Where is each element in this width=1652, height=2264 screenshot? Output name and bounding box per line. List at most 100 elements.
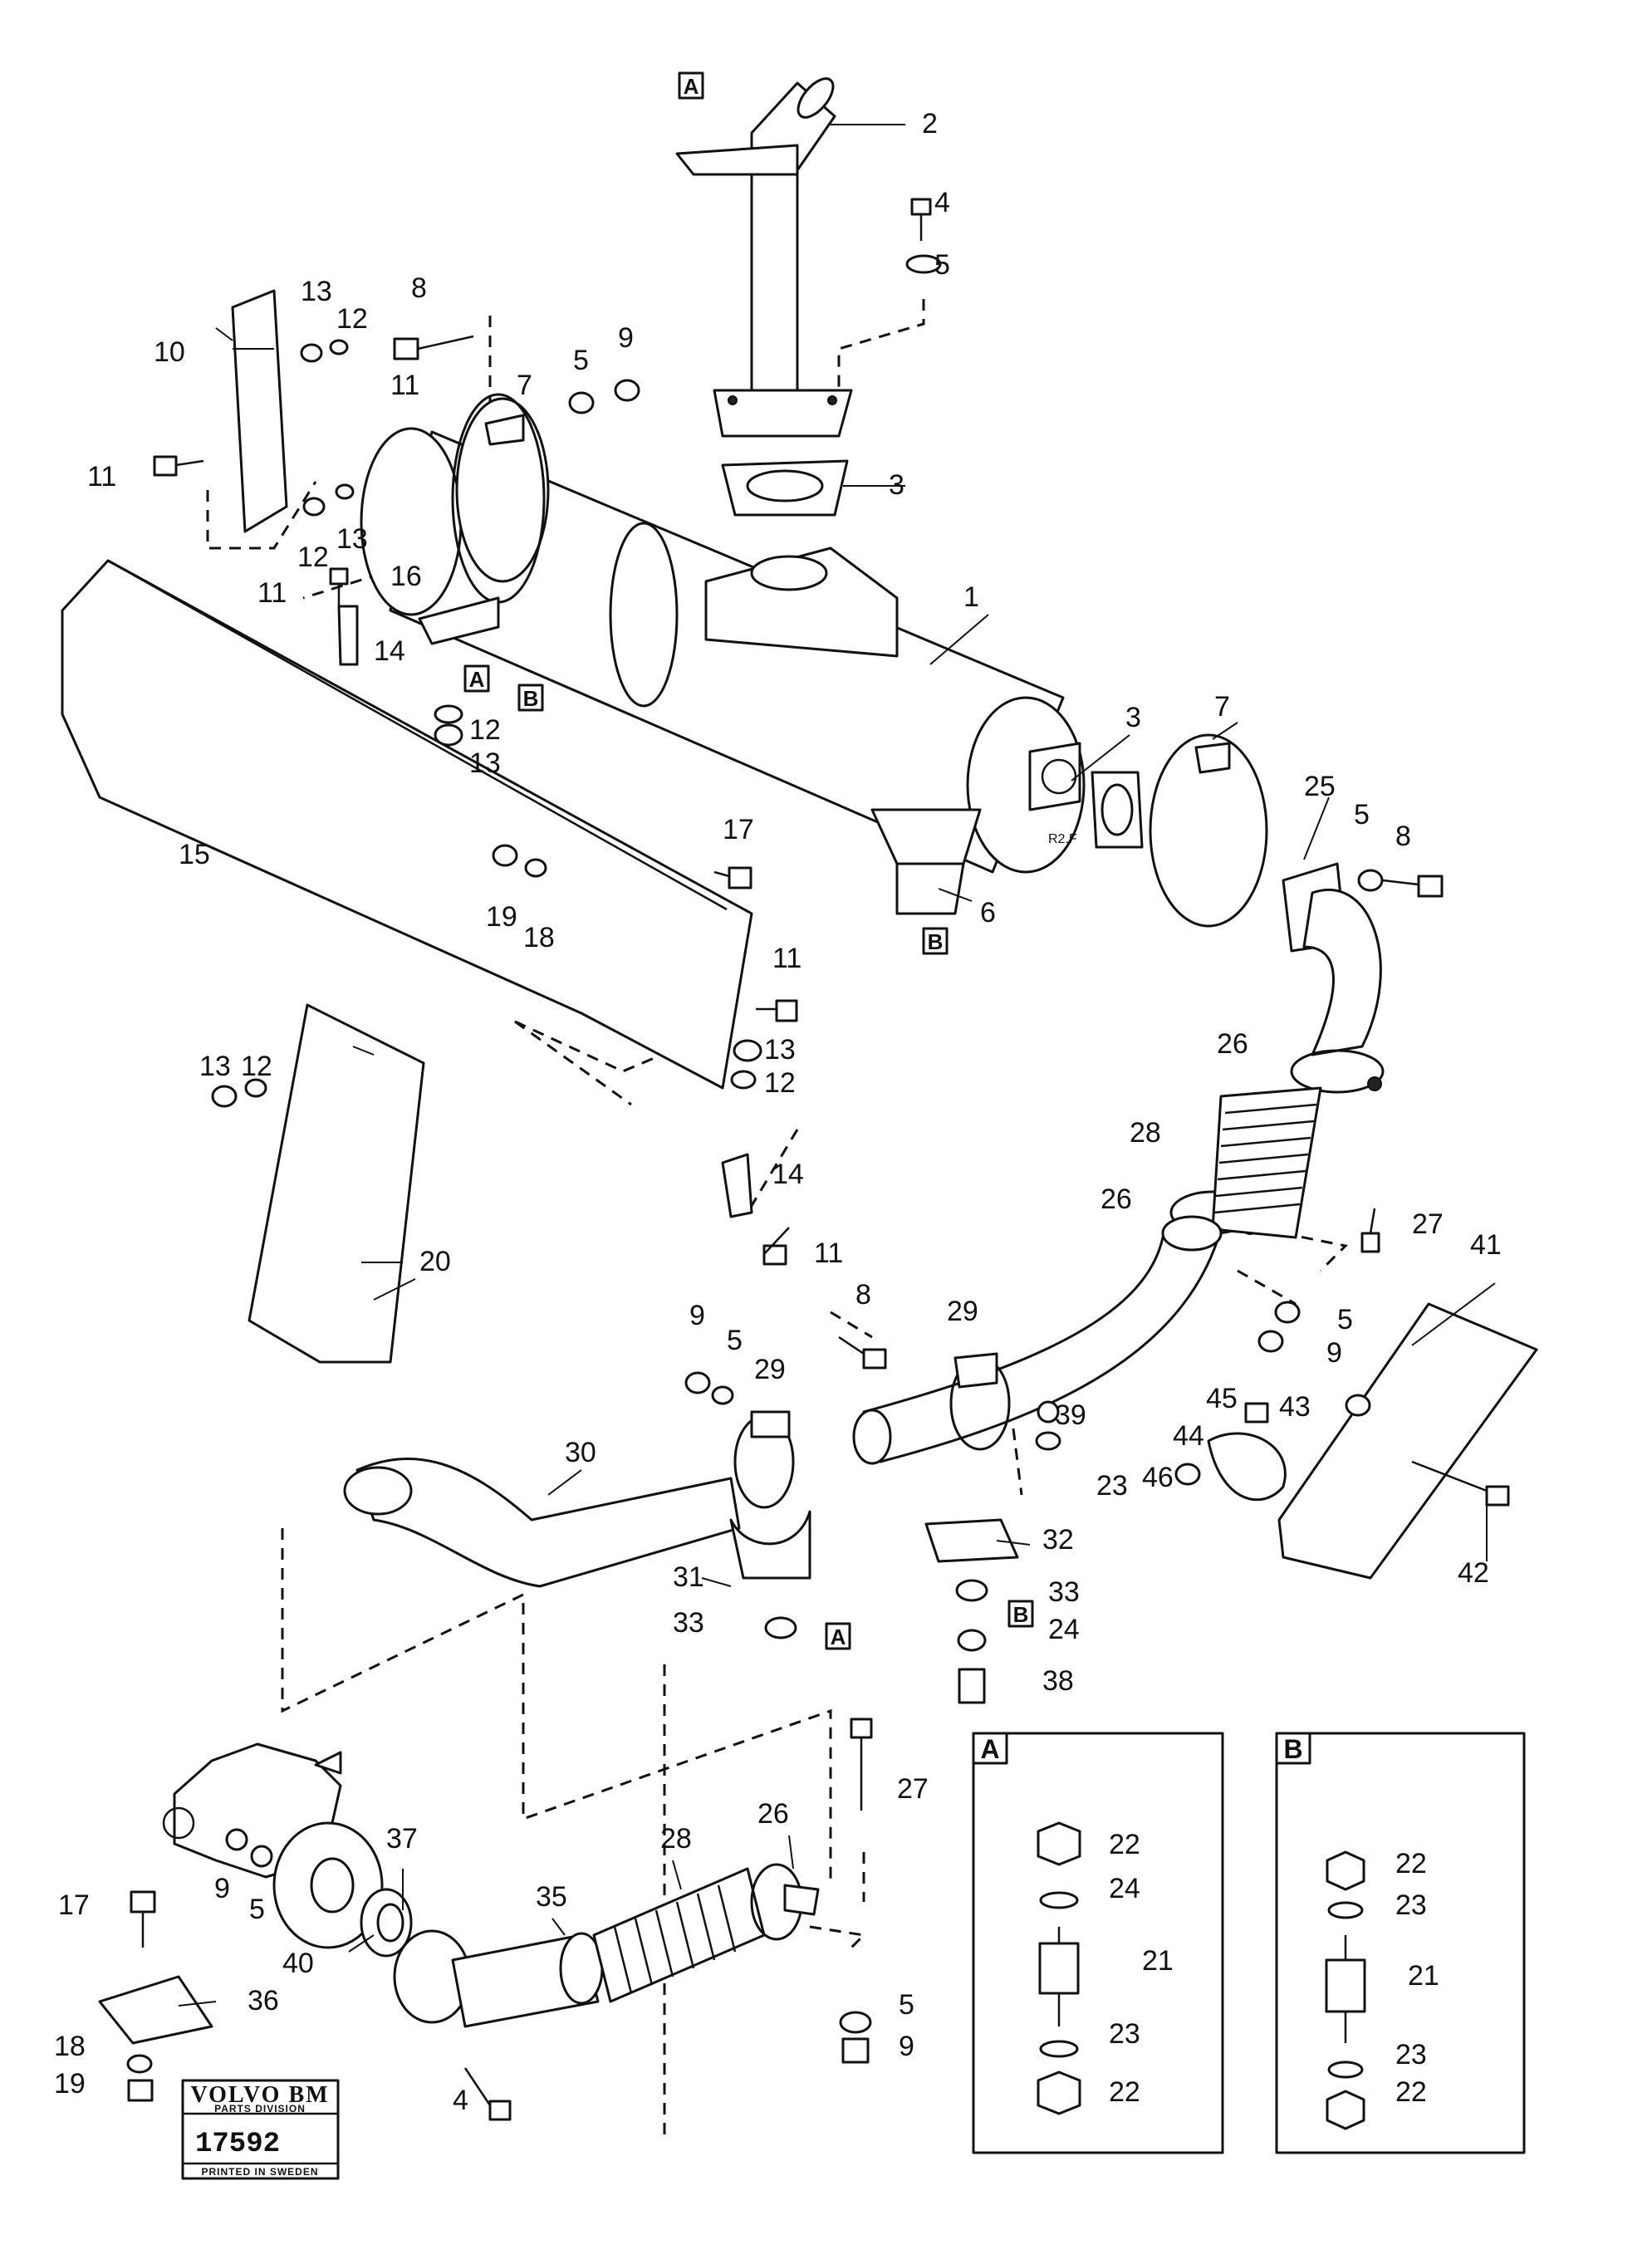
callout-16: 16 (390, 561, 422, 592)
callout-1: 1 (963, 581, 979, 613)
heat-shield-15 (61, 559, 753, 1090)
clamp-26-lower (750, 1863, 820, 1941)
callout-24: 24 (1048, 1614, 1080, 1645)
callout-13: 13 (199, 1051, 231, 1082)
callout-18: 18 (54, 2031, 86, 2062)
callout-45: 45 (1206, 1383, 1238, 1414)
leader-lines (178, 124, 1496, 2007)
callout-21: 21 (1408, 1960, 1439, 1992)
tailpipe (675, 77, 853, 438)
callout-7: 7 (1214, 691, 1230, 723)
callout-11: 11 (814, 1237, 843, 1269)
bracket-6 (895, 862, 965, 915)
svg-text:A: A (684, 74, 699, 99)
callout-11: 11 (772, 943, 801, 974)
ref-tag-a-top: A (678, 71, 704, 100)
callout-2: 2 (922, 108, 938, 140)
callout-6: 6 (980, 897, 996, 929)
callout-9: 9 (618, 322, 634, 354)
callout-28: 28 (660, 1823, 692, 1855)
callout-44: 44 (1173, 1420, 1204, 1452)
fasteners (126, 198, 1510, 2121)
callout-5: 5 (573, 345, 589, 376)
plate-36 (98, 1975, 213, 2045)
callout-5: 5 (934, 249, 950, 281)
clamp-29 (733, 1352, 1011, 1509)
ref-tag-a-lower: A (825, 1622, 851, 1650)
callout-22: 22 (1395, 1848, 1427, 1879)
callout-11: 11 (87, 461, 116, 492)
bracket-31 (729, 1510, 811, 1580)
callout-32: 32 (1042, 1524, 1074, 1556)
callout-22: 22 (1109, 1829, 1140, 1860)
callout-11: 11 (390, 370, 419, 401)
callout-37: 37 (386, 1823, 418, 1855)
callout-17: 17 (723, 814, 754, 845)
callout-29: 29 (947, 1296, 978, 1327)
callout-20: 20 (419, 1246, 451, 1277)
callout-33: 33 (1048, 1576, 1080, 1608)
callout-17: 17 (58, 1889, 90, 1921)
callout-26: 26 (1101, 1183, 1132, 1215)
inset-b: B (1275, 1732, 1526, 2154)
callout-28: 28 (1130, 1117, 1161, 1149)
ref-tag-a-mid: A (463, 664, 490, 693)
callout-26: 26 (757, 1798, 789, 1830)
callout-11: 11 (257, 577, 287, 609)
callout-36: 36 (248, 1985, 279, 2017)
inset-b-title: B (1283, 1734, 1302, 1764)
ref-tag-b-bracket: B (922, 927, 949, 955)
callout-5: 5 (727, 1325, 743, 1356)
callout-29: 29 (754, 1354, 786, 1385)
bracket-16 (418, 596, 500, 645)
callout-39: 39 (1055, 1399, 1086, 1431)
callout-14: 14 (772, 1159, 804, 1190)
bracket-20 (248, 1003, 425, 1364)
callout-8: 8 (855, 1279, 871, 1311)
flange-40 (272, 1821, 384, 1949)
callout-24: 24 (1109, 1873, 1140, 1904)
gasket-top (721, 459, 849, 517)
callout-14: 14 (374, 635, 405, 667)
logo-brand: VOLVO BM (190, 2082, 329, 2108)
callout-30: 30 (565, 1437, 596, 1468)
plate-41 (1277, 1302, 1538, 1580)
callout-7: 7 (517, 370, 532, 401)
callout-40: 40 (282, 1948, 314, 1979)
muffler-stamp: R2.F (1048, 832, 1077, 846)
svg-text:A: A (469, 667, 485, 692)
muffler (360, 397, 1086, 874)
callout-43: 43 (1279, 1391, 1311, 1423)
svg-text:B: B (523, 686, 539, 711)
callout-8: 8 (1395, 821, 1411, 852)
callout-46: 46 (1142, 1462, 1174, 1493)
callout-23: 23 (1096, 1470, 1128, 1502)
callout-13: 13 (301, 276, 332, 307)
callout-13: 13 (469, 747, 501, 779)
callout-12: 12 (297, 541, 329, 573)
callout-25: 25 (1304, 771, 1336, 802)
callout-5: 5 (1337, 1304, 1353, 1335)
callout-42: 42 (1458, 1557, 1489, 1589)
callout-22: 22 (1395, 2076, 1427, 2108)
svg-text:A: A (831, 1624, 846, 1649)
callout-8: 8 (411, 272, 427, 304)
callout-23: 23 (1395, 2039, 1427, 2070)
callout-5: 5 (899, 1989, 914, 2021)
ref-tag-b-lower: B (1007, 1600, 1034, 1628)
callout-27: 27 (1412, 1208, 1444, 1240)
callout-19: 19 (54, 2068, 86, 2100)
callout-23: 23 (1395, 1889, 1427, 1921)
bracket-32 (924, 1518, 1019, 1563)
callout-41: 41 (1470, 1229, 1502, 1261)
callout-9: 9 (899, 2031, 914, 2062)
callout-21: 21 (1142, 1945, 1174, 1977)
elbow-pipe-25 (1282, 862, 1382, 1056)
callout-12: 12 (241, 1051, 272, 1082)
callout-31: 31 (673, 1561, 704, 1593)
callout-9: 9 (1326, 1337, 1342, 1369)
callout-13: 13 (336, 523, 368, 555)
volvo-bm-logo-block: VOLVO BM PARTS DIVISION 17592 PRINTED IN… (181, 2079, 340, 2180)
callout-5: 5 (249, 1894, 265, 1925)
logo-number: 17592 (195, 2129, 280, 2160)
